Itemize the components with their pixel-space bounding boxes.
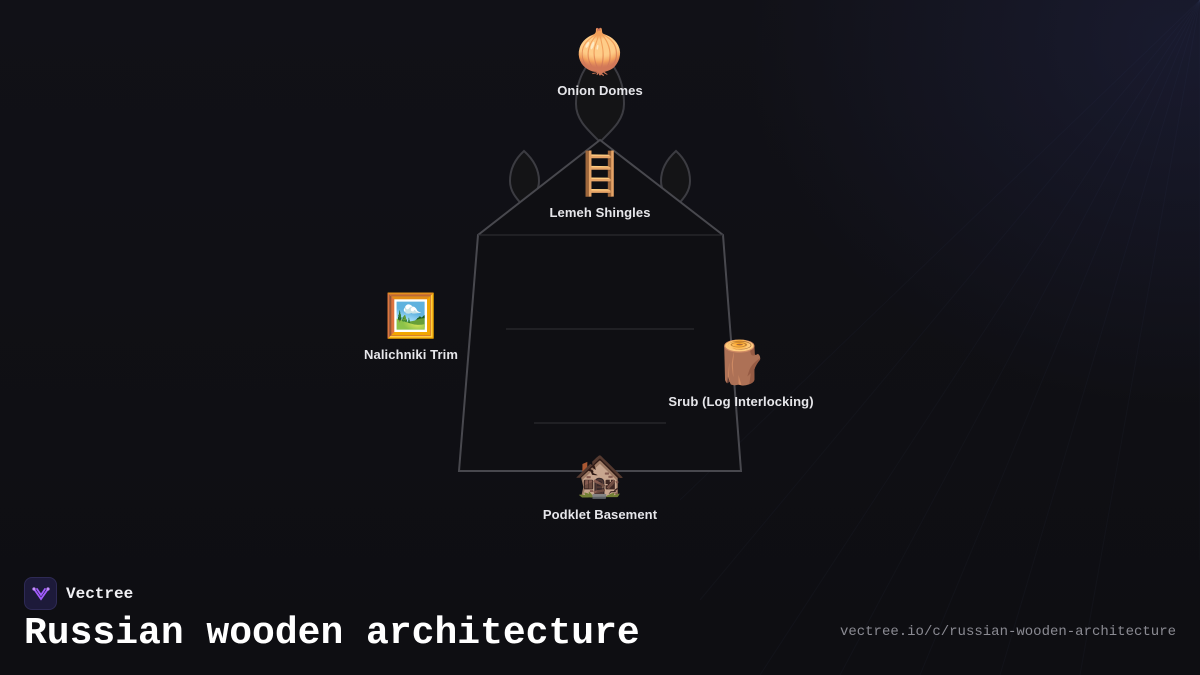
wood-log-icon: 🪵 [714,338,768,387]
brand[interactable]: Vectree [24,577,133,610]
node-lemeh-shingles[interactable]: 🪜 Lemeh Shingles [500,149,700,220]
vectree-logo-icon [24,577,57,610]
brand-name: Vectree [66,584,134,603]
node-label: Onion Domes [557,83,643,98]
node-label: Podklet Basement [542,507,658,522]
node-label: Srub (Log Interlocking) [668,394,814,409]
node-nalichniki-trim[interactable]: 🖼️ Nalichniki Trim [311,291,511,362]
node-srub-log-interlocking[interactable]: 🪵 Srub (Log Interlocking) [641,338,841,409]
ladder-icon: 🪜 [573,149,627,198]
node-label: Lemeh Shingles [549,205,651,220]
node-label: Nalichniki Trim [364,347,458,362]
derelict-house-icon: 🏚️ [573,451,627,500]
page-title: Russian wooden architecture [24,612,640,655]
church-body-shape [457,138,743,472]
framed-picture-icon: 🖼️ [384,291,438,340]
onion-icon: 🧅 [573,27,627,76]
node-onion-domes[interactable]: 🧅 Onion Domes [500,27,700,98]
page-url[interactable]: vectree.io/c/russian-wooden-architecture [839,624,1176,640]
node-podklet-basement[interactable]: 🏚️ Podklet Basement [500,451,700,522]
